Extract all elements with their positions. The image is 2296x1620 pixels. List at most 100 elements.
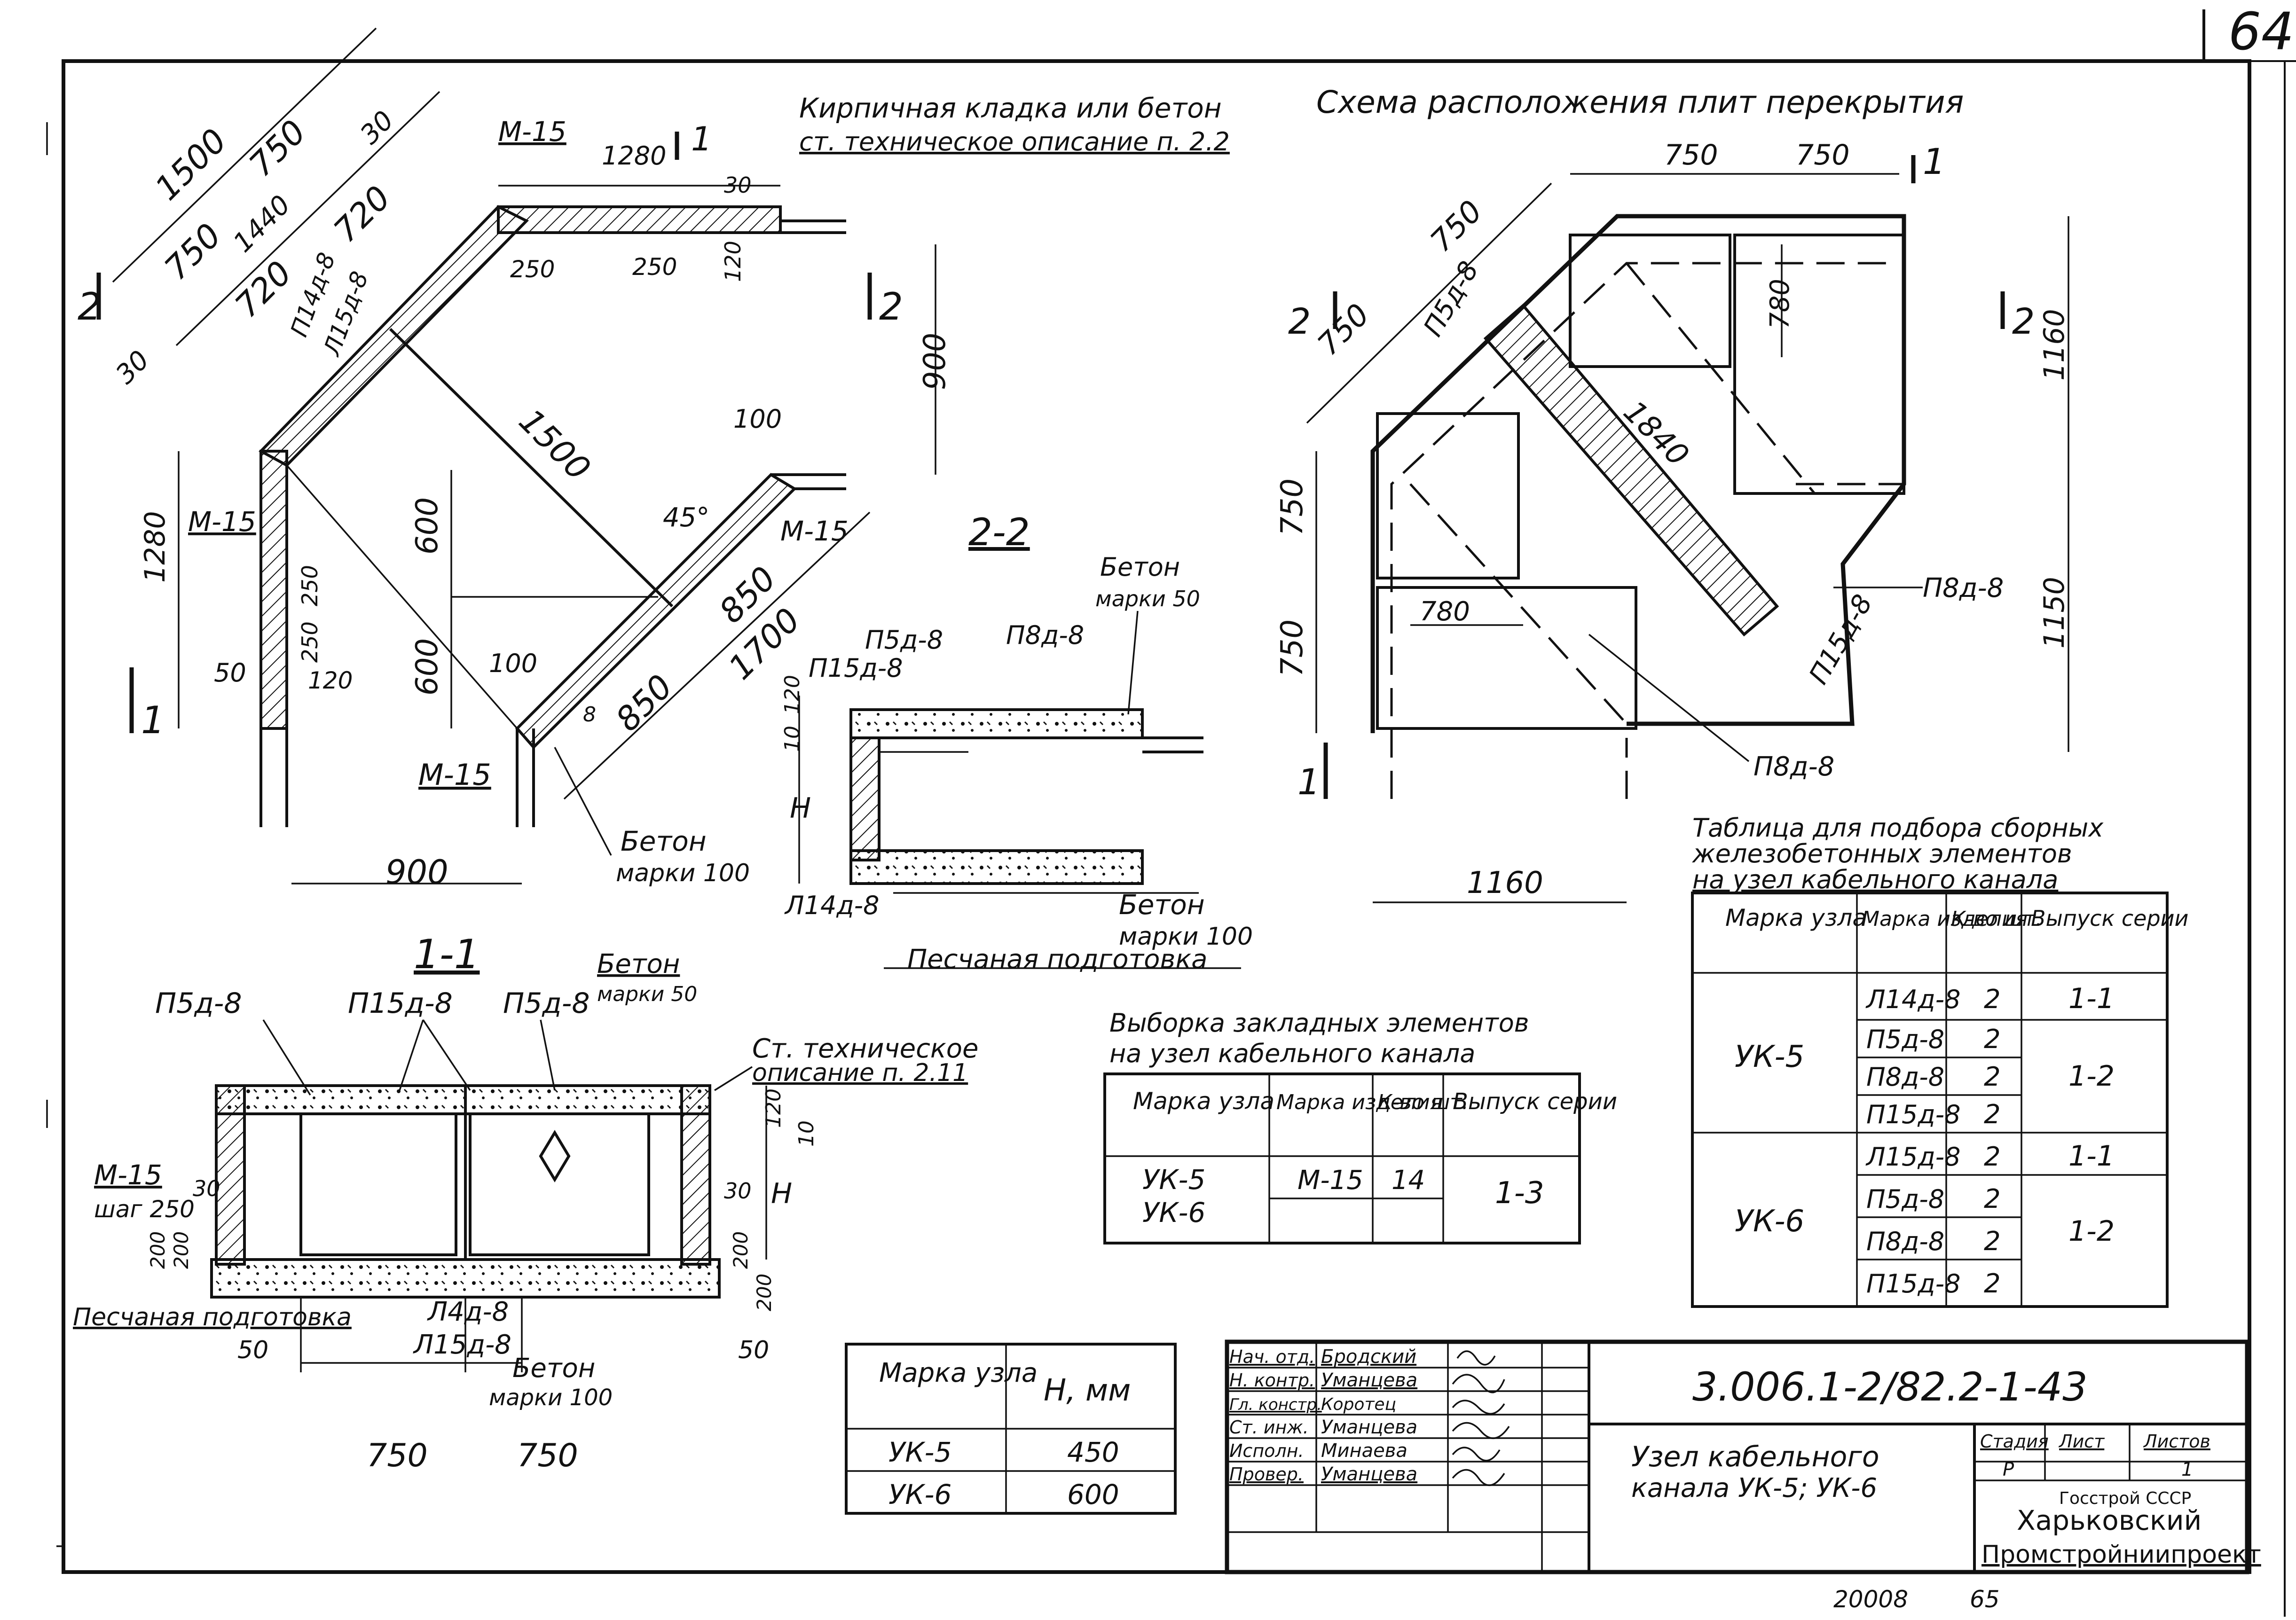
precast-header-qty: К-во шт. [1951,907,2042,931]
section22-bottom-slab [849,849,1144,885]
scheme-mark-p5: П5д-8 [1418,256,1485,342]
tb-signatures [1452,1350,1510,1486]
tb-title-1: Узел кабельного [1631,1440,1879,1473]
section11-bottom-slab [210,1258,721,1299]
tb-sheets-header: Листов [2143,1431,2210,1452]
plan-dim-750-a: 750 [242,113,313,184]
section11-cell-right [469,1112,650,1256]
section22-dim-120: 120 [780,675,804,714]
scheme-section-1-top: 1 [1923,141,1945,182]
section22-concrete-bot2: марки 100 [1119,923,1253,951]
section11-dim-200-left-a: 200 [146,1231,169,1269]
plan-note-line1: Кирпичная кладка или бетон [799,92,1222,124]
precast-uk6-item3: П8д-8 [1866,1227,1944,1256]
scheme-section-2-right: 2 [2012,300,2035,342]
precast-uk5-item4: П15д-8 [1866,1100,1961,1129]
scheme-dim-1160-bottom: 1160 [1467,866,1543,900]
precast-uk5-qty1: 2 [1984,984,2001,1015]
sheet-frame: 64 [46,1,2296,1617]
section11-dim-200-right-b: 200 [753,1274,776,1311]
plan-dim-1500-diag: 1500 [511,401,598,488]
plan-dim-600-a: 600 [410,497,445,555]
section11-dim-200-left-b: 200 [170,1231,193,1269]
plan-dim-1440: 1440 [228,189,297,258]
section11-dim-10: 10 [794,1120,818,1147]
tb-org-3: Промстройниипроект [1981,1541,2261,1569]
section22-dim-10: 10 [780,726,804,752]
precast-uk6-qty3: 2 [1984,1226,2001,1257]
plan-view: Кирпичная кладка или бетон ст. техническ… [78,27,1230,892]
plan-top-wall [497,205,782,234]
embedded-row1-series: 1-3 [1495,1176,1544,1211]
scheme-dim-750-top-a: 750 [1664,139,1718,172]
section11-m15: М-15 [94,1159,162,1191]
precast-uk6-item1: Л15д-8 [1865,1142,1961,1172]
slab-p8-bottom [1376,586,1637,730]
section11-dim-200-right-a: 200 [729,1231,752,1269]
section11-dim-750-b: 750 [517,1437,578,1474]
height-row1-value: 450 [1067,1436,1119,1468]
plan-mark-m15-right: М-15 [780,515,849,547]
tb-sheets-value: 1 [2181,1459,2193,1480]
plan-dim-8: 8 [583,703,596,727]
section22-concrete-top1: Бетон [1100,552,1180,582]
embedded-row1-item: М-15 [1297,1165,1363,1196]
precast-uk6-item4: П15д-8 [1866,1269,1961,1299]
plan-note-line2: ст. техническое описание п. 2.2 [799,127,1230,157]
tb-org-2: Харьковский [2017,1504,2202,1536]
precast-uk5-qty3: 2 [1984,1062,2001,1092]
embedded-header-series: Выпуск серии [1453,1088,1617,1115]
height-row1-node: УК-5 [889,1436,951,1468]
section11-label-l15: Л15д-8 [413,1330,511,1360]
section22-concrete-top2: марки 50 [1095,586,1200,611]
precast-title2: железобетонных элементов [1691,839,2072,869]
plan-concrete-label2: марки 100 [616,859,750,887]
scheme-title: Схема расположения плит перекрытия [1316,84,1964,120]
tb-role-3: Гл. констр. [1229,1395,1322,1414]
section11-label-l4: Л4д-8 [427,1297,509,1327]
embedded-row2-node: УК-6 [1142,1197,1205,1229]
plan-left-wall [259,450,288,730]
scheme-dim-780-b: 780 [1420,596,1470,627]
plan-dim-250-a: 250 [510,256,555,283]
section-2-2: 2-2 П5д-8 П8д-8 П15д-8 Л14д-8 120 10 Н Б… [780,510,1253,975]
plan-mark-m15-bottom: М-15 [418,758,491,792]
embedded-elements-table: Выборка закладных элементов на узел кабе… [1103,1008,1617,1244]
tb-name-6: Уманцева [1321,1463,1417,1485]
plan-dim-850-b: 850 [608,667,680,739]
scheme-dim-1150: 1150 [2038,577,2071,649]
height-row2-node: УК-6 [889,1479,951,1510]
height-row2-value: 600 [1067,1479,1119,1510]
tb-stage-value: Р [2003,1459,2014,1480]
plan-dim-1500: 1500 [148,121,234,208]
plan-section-1-left: 1 [141,698,165,742]
plan-mark-m15-left: М-15 [188,506,256,538]
plan-dim-50: 50 [214,658,246,688]
tb-role-6: Провер. [1229,1464,1304,1485]
plan-dim-120: 120 [720,241,746,282]
section11-cell-left [299,1112,457,1256]
plan-dim-250-d: 250 [297,621,322,663]
tb-name-4: Уманцева [1321,1417,1417,1438]
slab-p5-top [1569,234,1731,368]
section22-p5: П5д-8 [865,625,943,655]
tb-designation: 3.006.1-2/82.2-1-43 [1692,1364,2088,1410]
embedded-header-node: Марка узла [1133,1088,1274,1115]
precast-header-item: Марка изделия [1862,907,2028,931]
embedded-table-title1: Выборка закладных элементов [1109,1008,1529,1038]
section11-dim-30-right: 30 [724,1178,752,1204]
scheme-mark-p15: П15д-8 [1803,589,1879,689]
scheme-dim-750-top-b: 750 [1796,139,1850,172]
tb-stage-header: Стадия [1980,1431,2049,1452]
section11-note1: Ст. техническое [752,1033,978,1064]
embedded-header-item: Марка изделия [1276,1090,1442,1114]
scheme-mark-p8-bottom: П8д-8 [1753,751,1834,782]
plan-dim-30-b: 30 [110,345,155,390]
section22-left-wall [849,736,881,861]
precast-uk6-series2: 1-2 [2068,1215,2115,1248]
section11-dim-30-left: 30 [193,1176,220,1201]
precast-uk5-item1: Л14д-8 [1865,985,1961,1014]
tb-title-2: канала УК-5; УК-6 [1631,1473,1877,1503]
plan-dim-600-b: 600 [410,638,445,696]
